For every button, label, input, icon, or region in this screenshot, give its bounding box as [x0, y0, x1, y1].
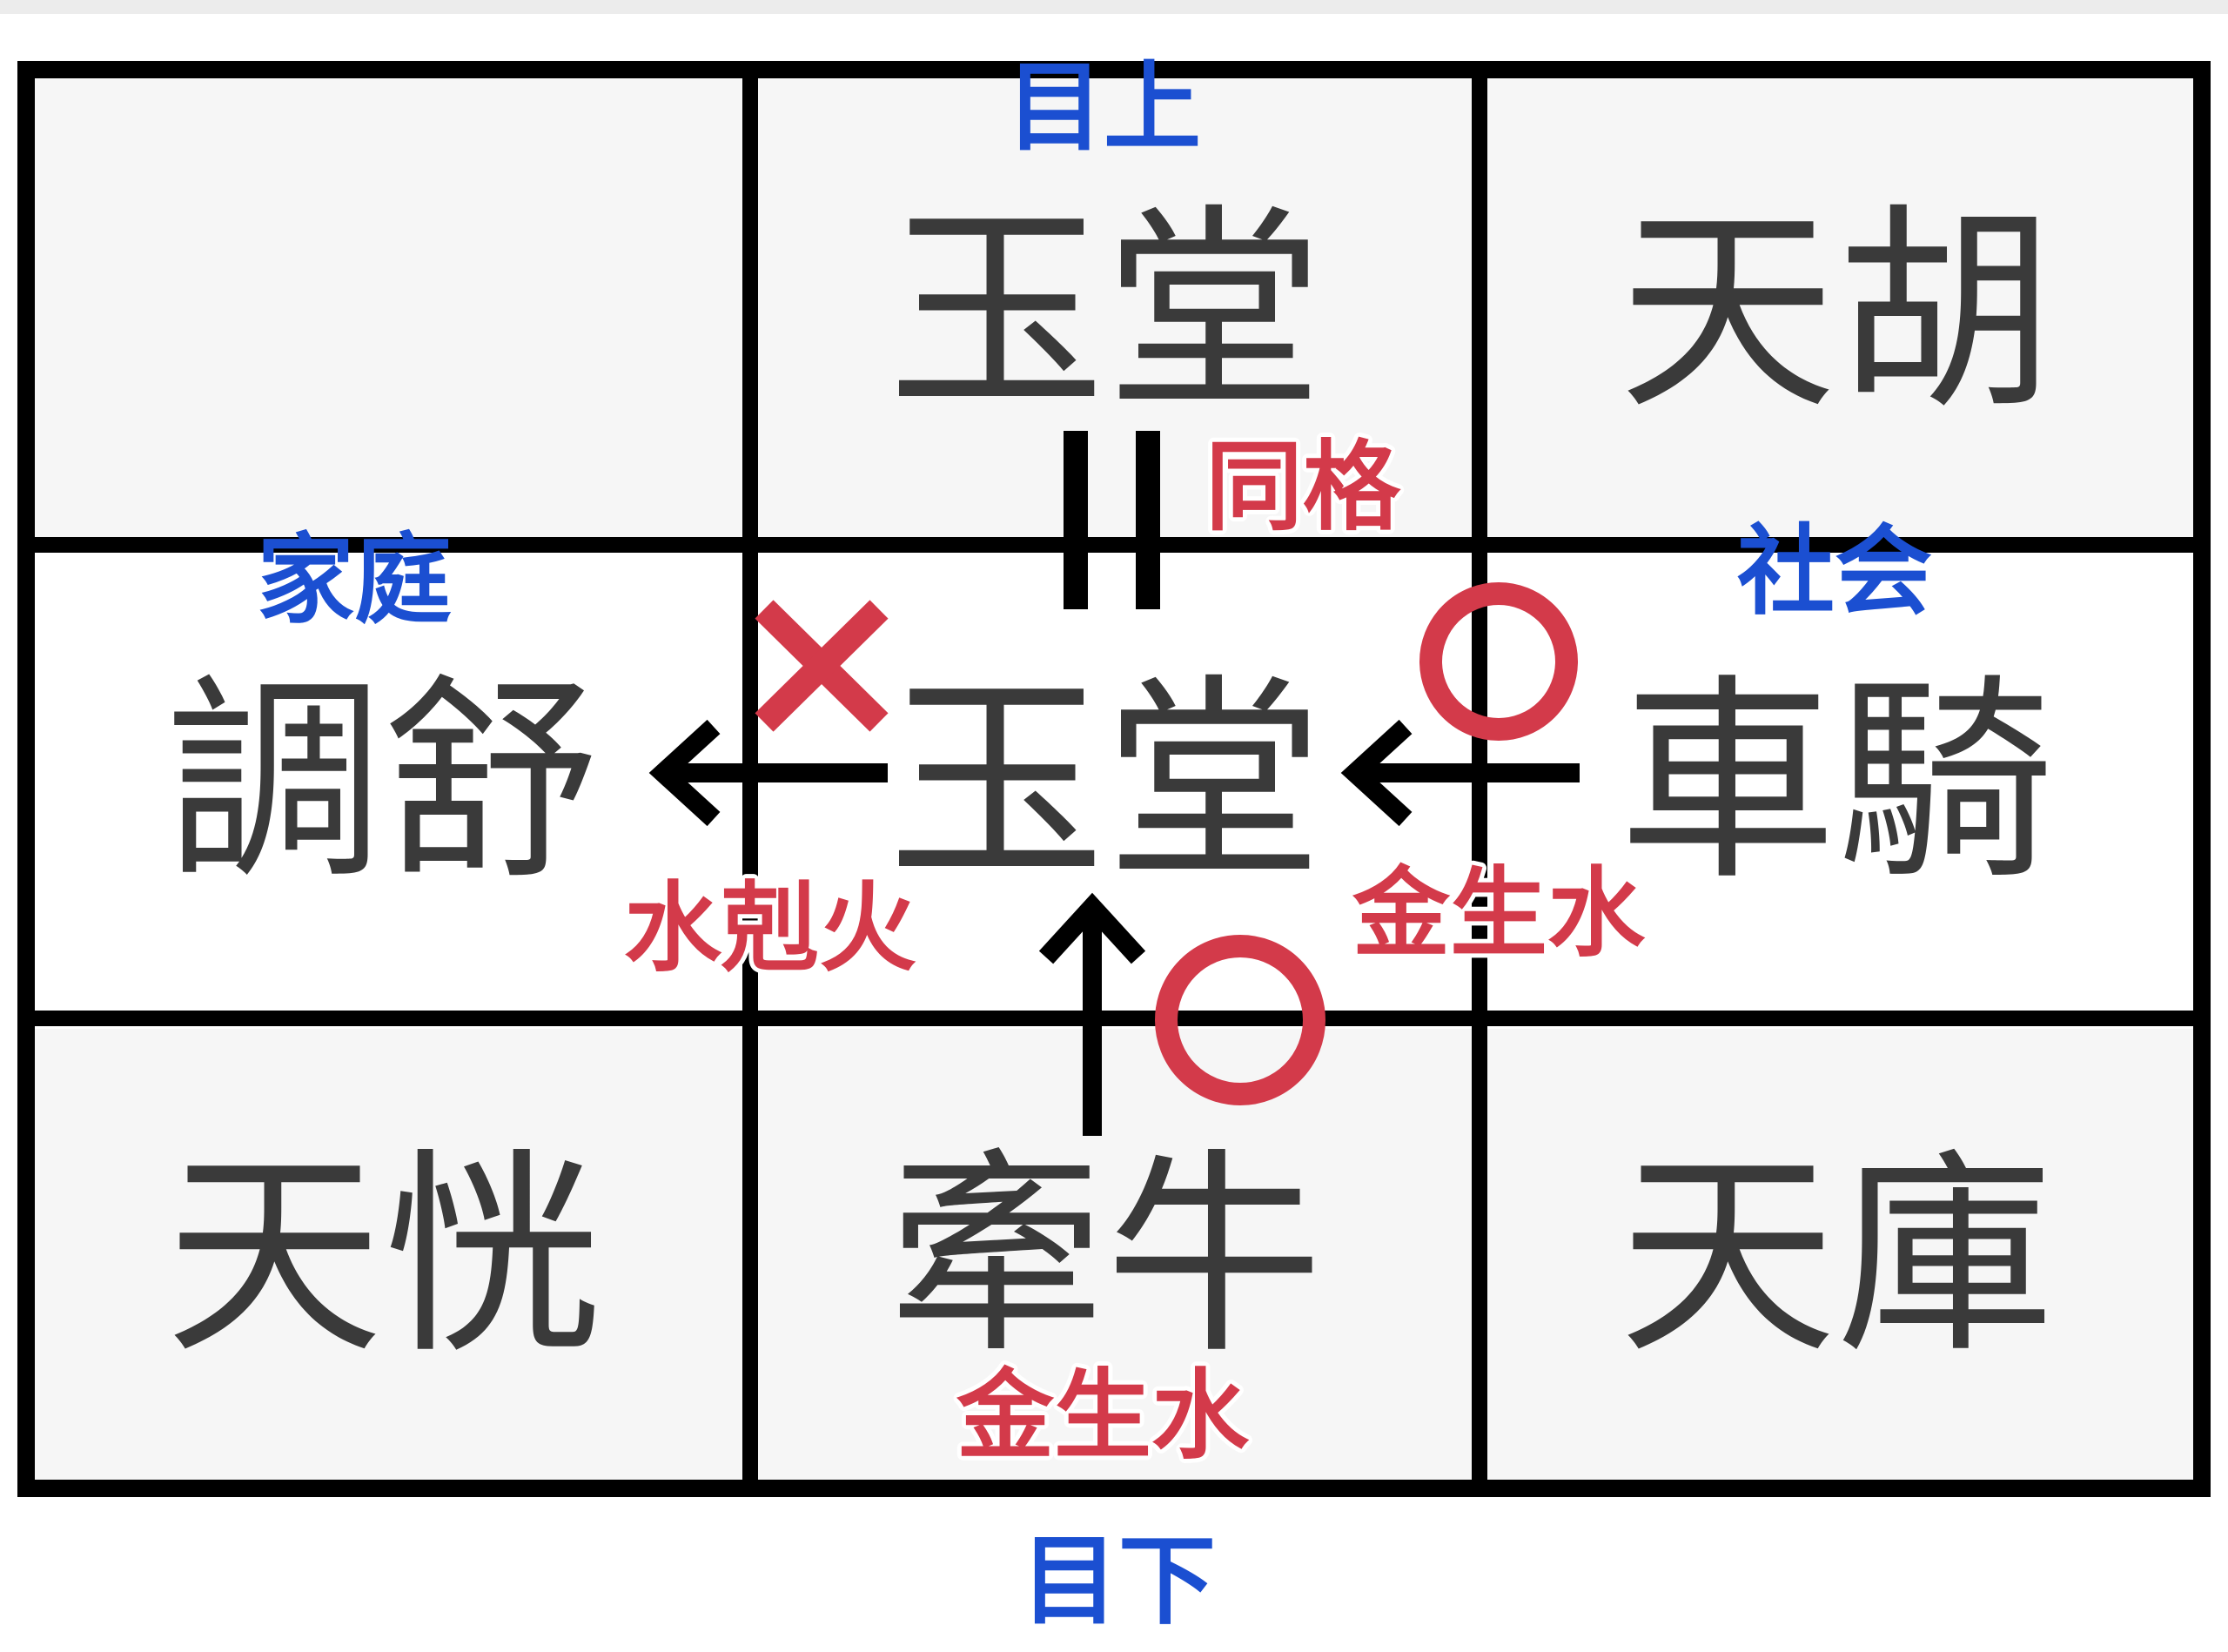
label-below: 目下: [1021, 1525, 1216, 1638]
cross-stroke-2: [755, 600, 889, 732]
arrow-left: [648, 719, 888, 827]
relation-bottom-label: 金生水: [956, 1360, 1250, 1473]
cell-top-right-bg: [1486, 77, 2196, 547]
star-middle-left: 調舒: [165, 655, 601, 909]
circle-mark-right: [1419, 582, 1578, 741]
arrow-up-head: [1038, 892, 1146, 964]
relation-right-label: 金生水: [1352, 857, 1646, 970]
arrow-up: [1038, 892, 1146, 1136]
star-top-right: 天胡: [1619, 185, 2054, 439]
star-center: 玉堂: [888, 655, 1323, 909]
cell-middle-left-bg: [30, 561, 743, 1014]
label-society: 社会: [1737, 515, 1932, 628]
relation-labels: 同格 水剋火 金生水 金生水: [620, 426, 1650, 1477]
cross-mark: [755, 600, 889, 732]
equal-sign-mark: [1064, 431, 1160, 609]
circle-mark-bottom: [1155, 935, 1325, 1105]
position-labels: 目上 目下 家庭 社会: [257, 51, 1932, 1638]
relation-left-label: 水剋火: [624, 872, 916, 985]
grid-outer-border: [17, 61, 2211, 1497]
star-names: 玉堂 天胡 調舒 玉堂 車騎 天恍 牽牛 天庫: [165, 185, 2054, 1383]
equal-bar-right: [1136, 431, 1160, 609]
equal-bar-left: [1064, 431, 1088, 609]
cell-bottom-left-bg: [30, 1029, 743, 1481]
label-family: 家庭: [257, 524, 452, 637]
cell-top-left-bg: [30, 77, 743, 547]
cell-bottom-center-bg: [758, 1029, 1472, 1481]
cell-top-center-bg: [758, 77, 1472, 547]
arrow-left-head: [648, 719, 721, 827]
star-bottom-left: 天恍: [165, 1130, 601, 1383]
star-top-center: 玉堂: [888, 185, 1323, 439]
top-band: [0, 0, 2228, 14]
star-bottom-center: 牽牛: [888, 1130, 1323, 1383]
cell-bottom-right-bg: [1486, 1029, 2196, 1481]
relation-top-label: 同格: [1205, 431, 1401, 544]
cell-middle-right-bg: [1486, 561, 2196, 1014]
label-above: 目上: [1006, 51, 1201, 165]
star-middle-right: 車騎: [1619, 655, 2054, 909]
arrow-right: [1340, 719, 1580, 827]
cell-backgrounds: [30, 77, 2196, 1481]
star-bottom-right: 天庫: [1619, 1130, 2054, 1383]
arrow-right-head: [1340, 719, 1413, 827]
